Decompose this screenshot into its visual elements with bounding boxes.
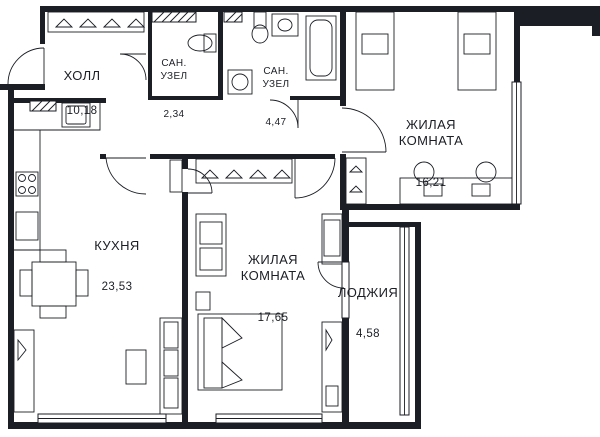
room-area: 23,53 xyxy=(101,281,133,294)
wc2-fixtures xyxy=(227,11,337,95)
room-name: ЖИЛАЯ КОМНАТА xyxy=(398,117,464,149)
room-name: ЖИЛАЯ КОМНАТА xyxy=(240,252,306,284)
hall-wardrobe xyxy=(47,11,146,33)
bedroom2-side xyxy=(321,213,343,413)
room-area: 2,34 xyxy=(163,109,185,120)
bedroom2-armchair xyxy=(195,213,227,311)
toilet-wc1 xyxy=(187,33,217,53)
room-area: 4,58 xyxy=(356,328,380,341)
bedroom1-beds xyxy=(355,11,497,91)
room-area: 17,65 xyxy=(257,311,289,324)
bedroom2-bed xyxy=(197,313,283,391)
doors xyxy=(7,47,387,289)
room-name: ЛОДЖИЯ xyxy=(337,285,399,300)
room-label-bedroom1: ЖИЛАЯ КОМНАТА 16,21 xyxy=(386,97,476,210)
room-label-wc1: САН. УЗЕЛ 2,34 xyxy=(150,38,198,142)
room-label-wc2: САН. УЗЕЛ 4,47 xyxy=(252,46,300,150)
room-area: 16,21 xyxy=(415,176,447,189)
windows xyxy=(37,81,522,424)
room-label-hall: ХОЛЛ 10,18 xyxy=(52,48,112,139)
bedroom1-desk xyxy=(345,157,513,205)
room-label-kitchen: КУХНЯ 23,53 xyxy=(82,218,152,315)
room-name: САН. УЗЕЛ xyxy=(160,58,188,82)
dining-table xyxy=(19,249,89,319)
kitchen-sofa xyxy=(13,159,183,415)
room-name: ХОЛЛ xyxy=(63,68,101,83)
room-area: 4,47 xyxy=(265,117,287,128)
room-label-loggia: ЛОДЖИЯ 4,58 xyxy=(330,265,406,362)
room-name: САН. УЗЕЛ xyxy=(262,66,290,90)
room-label-bedroom2: ЖИЛАЯ КОМНАТА 17,65 xyxy=(228,232,318,345)
walls xyxy=(0,6,600,429)
room-name: КУХНЯ xyxy=(94,238,140,253)
wall-hatching xyxy=(31,11,243,112)
room-area: 10,18 xyxy=(66,105,98,118)
bedroom2-wardrobe xyxy=(195,158,293,184)
